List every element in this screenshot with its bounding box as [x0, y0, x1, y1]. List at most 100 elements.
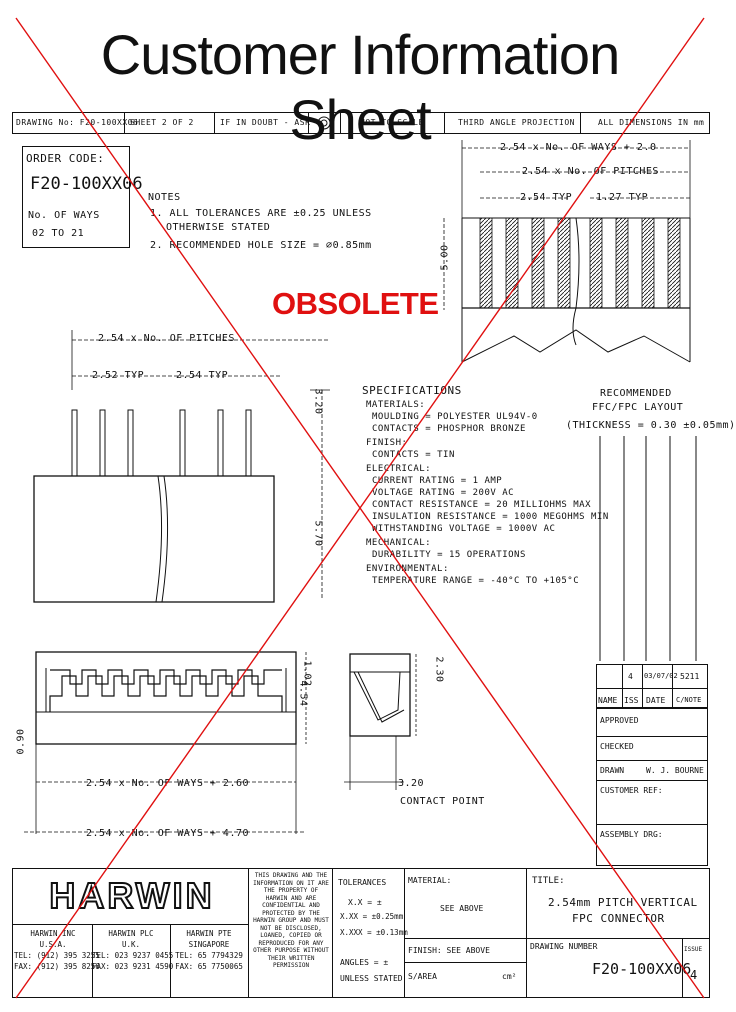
address-line: TEL: 023 9237 0455: [92, 951, 174, 960]
address-pte: HARWIN PTE SINGAPORE TEL: 65 7794329 FAX…: [170, 928, 248, 972]
projection-symbol-icon: [317, 116, 331, 130]
connector-side-view: [24, 651, 307, 834]
dim-typ-254: 2.54 TYP: [520, 192, 573, 203]
address-line: FAX: (912) 395 8256: [14, 962, 100, 971]
tol-xxx: X.XXX = ±0.13mm: [340, 928, 408, 937]
tb-divider: [526, 868, 527, 998]
recommended-line2: FFC/FPC LAYOUT: [592, 402, 684, 413]
material-label: MATERIAL:: [408, 876, 452, 885]
revision-divider: [596, 688, 708, 689]
address-line: HARWIN PLC: [108, 929, 154, 938]
tb-title-line1: 2.54mm PITCH VERTICAL: [548, 896, 698, 909]
rev-date-value: 03/07/02: [644, 672, 678, 680]
spec-line: INSULATION RESISTANCE = 1000 MEGOHMS MIN: [372, 512, 609, 522]
dim-ways-470: 2.54 x No. OF WAYS + 4.70: [86, 828, 250, 839]
spec-line: ELECTRICAL:: [366, 464, 432, 474]
revision-table: [596, 664, 708, 708]
signoff-divider: [596, 780, 708, 781]
issue-label: ISSUE: [684, 946, 703, 953]
rev-cn-label: C/NOTE: [676, 696, 702, 704]
signoff-checked: CHECKED: [600, 742, 634, 751]
address-line: TEL: (912) 395 3255: [14, 951, 100, 960]
spec-line: MATERIALS:: [366, 400, 426, 410]
tol-angles: ANGLES = ±: [340, 958, 389, 967]
dim-typ-127: 1.27 TYP: [596, 192, 649, 203]
recommended-line1: RECOMMENDED: [600, 388, 672, 399]
tb-title-line2: FPC CONNECTOR: [572, 912, 665, 925]
tb-divider: [12, 924, 248, 925]
order-code-box: [22, 146, 130, 248]
spec-line: FINISH:: [366, 438, 408, 448]
address-line: TEL: 65 7794329: [175, 951, 243, 960]
spec-line: MOULDING = POLYESTER UL94V-0: [372, 412, 538, 422]
drawing-number-label: DRAWING NUMBER: [530, 942, 598, 951]
rev-iss-label: ISS: [624, 696, 639, 705]
recommended-line3: (THICKNESS = 0.30 ±0.05mm): [566, 420, 736, 431]
drawing-number-value: F20-100XX06: [592, 960, 692, 978]
header-divider: [308, 112, 309, 134]
spec-line: DURABILITY = 15 OPERATIONS: [372, 550, 526, 560]
signoff-table: [596, 708, 708, 866]
revision-divider: [642, 664, 643, 708]
spec-line: VOLTAGE RATING = 200V AC: [372, 488, 515, 498]
signoff-divider: [596, 760, 708, 761]
obsolete-cross-mark: [15, 17, 705, 999]
spec-line: ENVIRONMENTAL:: [366, 564, 449, 574]
dim-left-pitches: 2.54 x No. OF PITCHES: [98, 333, 235, 344]
doubt-ask: IF IN DOUBT - ASK: [220, 118, 311, 127]
address-line: FAX: 65 7750065: [175, 962, 243, 971]
rev-date-label: DATE: [646, 696, 666, 705]
dim-typ-254b: 2.54 TYP: [176, 370, 229, 381]
harwin-logo: HARWIN: [48, 875, 215, 917]
signoff-approved: APPROVED: [600, 716, 639, 725]
spec-heading: SPECIFICATIONS: [362, 384, 462, 397]
spec-line: TEMPERATURE RANGE = -40°C TO +105°C: [372, 576, 580, 586]
title-block: [12, 868, 710, 998]
connector-section-view: [344, 653, 417, 790]
notes-line3: 2. RECOMMENDED HOLE SIZE = ∅0.85mm: [150, 240, 372, 251]
tb-title-label: TITLE:: [532, 876, 565, 886]
signoff-assembly: ASSEMBLY DRG:: [600, 830, 663, 839]
tb-divider: [404, 868, 405, 998]
obsolete-stamp: OBSOLETE: [272, 286, 439, 321]
tb-divider: [92, 924, 93, 998]
header-row: [12, 112, 710, 134]
spec-line: WITHSTANDING VOLTAGE = 1000V AC: [372, 524, 556, 534]
connector-front-view: [33, 330, 330, 603]
scale-note: NOT TO SCALE: [360, 118, 424, 127]
ways-label: No. OF WAYS: [28, 210, 100, 221]
spec-line: CONTACTS = PHOSPHOR BRONZE: [372, 424, 526, 434]
spec-line: MECHANICAL:: [366, 538, 432, 548]
tb-divider: [404, 962, 526, 963]
rev-iss-value: 4: [628, 672, 633, 681]
header-divider: [444, 112, 445, 134]
header-divider: [340, 112, 341, 134]
signoff-divider: [596, 736, 708, 737]
header-divider: [580, 112, 581, 134]
address-line: FAX: 023 9231 4590: [92, 962, 174, 971]
material-value: SEE ABOVE: [440, 904, 484, 913]
tb-divider: [248, 868, 249, 998]
ffc-layout-drawing: [443, 140, 691, 363]
spec-line: CONTACTS = TIN: [372, 450, 455, 460]
contact-point-label: CONTACT POINT: [400, 796, 485, 807]
revision-divider: [622, 664, 623, 708]
signoff-customer: CUSTOMER REF:: [600, 786, 663, 795]
signoff-divider: [596, 824, 708, 825]
order-code-label: ORDER CODE:: [26, 152, 105, 165]
contact-dim-320: 3.20: [398, 778, 425, 789]
address-line: HARWIN INC: [30, 929, 76, 938]
tolerances-heading: TOLERANCES: [338, 878, 387, 887]
spec-line: CURRENT RATING = 1 AMP: [372, 476, 503, 486]
tol-x: X.X = ±: [348, 898, 382, 907]
sarea-unit: cm²: [502, 972, 517, 981]
tb-divider: [404, 938, 526, 939]
ffc-outline-lines: [599, 436, 697, 661]
dim-typ-252: 2.52 TYP: [92, 370, 145, 381]
finish-label: FINISH: SEE ABOVE: [408, 946, 490, 955]
tb-divider: [170, 924, 171, 998]
address-line: SINGAPORE: [188, 940, 230, 949]
page-title: Customer Information Sheet: [100, 23, 620, 151]
signoff-drawn: DRAWN: [600, 766, 625, 775]
notes-heading: NOTES: [148, 192, 181, 203]
